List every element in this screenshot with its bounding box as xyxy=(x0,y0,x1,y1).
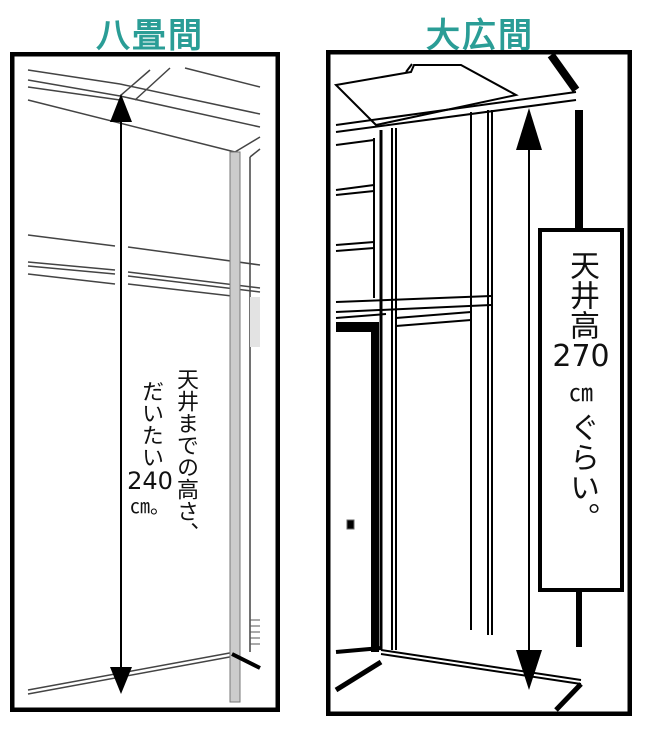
left-panel-title: 八畳間 xyxy=(96,16,204,56)
right-caption-line1: 天井高 xyxy=(563,250,599,340)
left-caption-value: 240 xyxy=(127,467,173,495)
right-panel-title: 大広間 xyxy=(426,16,534,56)
left-caption-col1: 天井までの高さ、 xyxy=(173,368,198,544)
left-room-illustration xyxy=(10,52,280,712)
left-caption-col2: だいたい 240 ㎝。 xyxy=(122,380,178,518)
left-panel-eight-tatami: 天井までの高さ、 だいたい 240 ㎝。 xyxy=(10,52,280,712)
left-caption-approx: だいたい xyxy=(138,380,163,468)
ceiling-height-label: 天井高 270 ㎝ ぐらい。 xyxy=(538,228,624,592)
left-caption-unit: ㎝。 xyxy=(130,494,170,518)
right-panel-large-hall: 天井高 270 ㎝ ぐらい。 xyxy=(326,50,632,716)
right-caption-unit: ㎝ xyxy=(568,379,593,407)
right-caption-line2: ぐらい。 xyxy=(563,412,599,532)
right-caption-value: 270 xyxy=(552,339,610,374)
